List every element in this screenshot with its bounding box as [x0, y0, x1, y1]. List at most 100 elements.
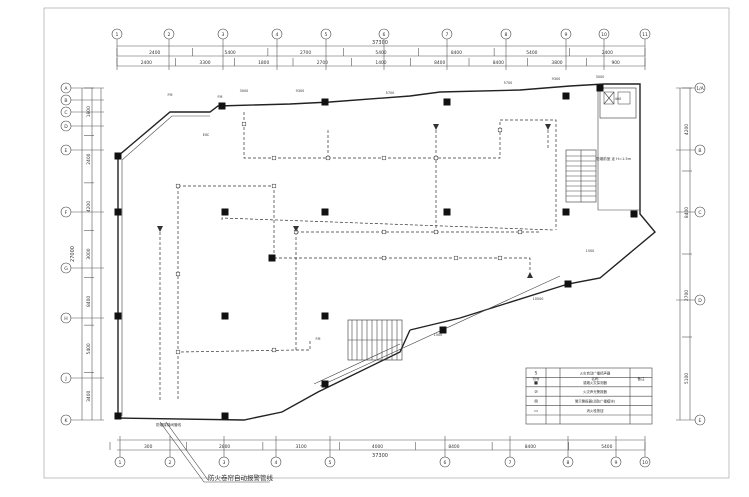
service-core: [599, 87, 637, 119]
dim-value: 3400: [86, 390, 92, 401]
dim-value: 4200: [684, 124, 690, 135]
wiring-node: [381, 155, 387, 161]
axis-bubble: [60, 120, 72, 132]
wiring-node: [381, 229, 387, 235]
room-label: 5700: [386, 91, 395, 95]
axis-bubble: [500, 28, 512, 40]
wiring-node: [497, 127, 503, 133]
axis-bubble: [694, 82, 706, 94]
room-label: FM: [316, 337, 321, 341]
room-label: EXC: [203, 133, 210, 137]
column: [221, 412, 229, 420]
dim-value: 5400: [526, 50, 537, 56]
axis-label: G: [64, 266, 68, 272]
wiring-node: [271, 347, 277, 353]
legend-header: 名称: [591, 376, 599, 381]
room-tag: 防烟前室 走 H=1.5m: [596, 156, 632, 161]
legend-name: 消火栓按钮: [587, 408, 605, 413]
axis-label: 5: [325, 32, 328, 38]
axis-label: 1: [119, 460, 122, 466]
room-label: 1500: [586, 249, 595, 253]
axis-label: A: [64, 86, 68, 92]
room-label: 400: [615, 97, 621, 101]
legend-symbol: ⊠: [534, 399, 538, 404]
axis-bubble: [694, 414, 706, 426]
axis-label: B: [64, 98, 67, 104]
legend-name: 火灾声光警报器: [583, 389, 607, 394]
axis-label: 8: [505, 32, 508, 38]
axis-label: 2: [169, 460, 172, 466]
axis-bubble: [694, 206, 706, 218]
axis-bubble: [639, 456, 651, 468]
column: [321, 208, 329, 216]
wiring-nodes: [175, 121, 523, 355]
axis-bubble: [111, 28, 123, 40]
legend-header: 备注: [637, 376, 645, 381]
dim-value: 1800: [86, 106, 92, 117]
axis-bubble: [60, 94, 72, 106]
dim-value: 5100: [684, 373, 690, 384]
axis-bubble: [324, 456, 336, 468]
axis-label: E: [699, 418, 702, 424]
axis-label: 7: [509, 460, 512, 466]
axis-bubble: [60, 372, 72, 384]
axis-bubble: [163, 28, 175, 40]
axis-label: 2: [168, 32, 171, 38]
axis-label: 9: [565, 32, 568, 38]
legend-name: 警示警报器(消防广播模块): [575, 399, 616, 404]
axis-bubble: [378, 28, 390, 40]
dim-value: 5400: [86, 343, 92, 354]
dim-value: 2700: [300, 50, 311, 56]
axis-label: 4: [275, 460, 278, 466]
axis-label: K: [64, 418, 68, 424]
axis-bubble: [639, 28, 651, 40]
dim-value: 4000: [372, 444, 383, 450]
axis-label: 1/A: [696, 86, 704, 92]
column: [268, 254, 276, 262]
axis-bubble: [60, 106, 72, 118]
axis-label: J: [64, 376, 66, 382]
wiring-node: [433, 155, 439, 161]
room-label: 9300: [296, 89, 305, 93]
axis-bubble: [270, 456, 282, 468]
room-label: 5700: [504, 81, 513, 85]
column: [630, 210, 638, 218]
wiring-node: [175, 271, 181, 277]
dim-value: 300: [144, 444, 153, 450]
axis-label: 7: [446, 32, 449, 38]
column: [562, 92, 570, 100]
detector-symbols: [157, 124, 551, 278]
axis-label: 10: [601, 32, 607, 38]
axis-bubble: [164, 456, 176, 468]
column: [321, 380, 329, 388]
dim-value: 2700: [317, 60, 328, 66]
axis-label: 8: [567, 460, 570, 466]
dim-value: 8400: [448, 444, 459, 450]
axis-label: 10: [642, 460, 648, 466]
axis-bubble: [60, 414, 72, 426]
legend-symbol: ■: [534, 380, 538, 385]
room-label: 3000: [596, 75, 605, 79]
bottom-total-dim: 37300: [372, 453, 388, 459]
dim-value: 8400: [525, 444, 536, 450]
dim-value: 5400: [375, 50, 386, 56]
dim-value: 900: [611, 60, 620, 66]
dim-value: 4200: [86, 201, 92, 212]
dim-value: 2400: [149, 50, 160, 56]
axis-bubble: [60, 82, 72, 94]
axis-bubble: [218, 456, 230, 468]
stair-bottom-center: [347, 319, 403, 361]
dim-value: 8400: [493, 60, 504, 66]
dim-value: 3300: [199, 60, 210, 66]
axis-bubble: [560, 28, 572, 40]
axis-bubble: [320, 28, 332, 40]
